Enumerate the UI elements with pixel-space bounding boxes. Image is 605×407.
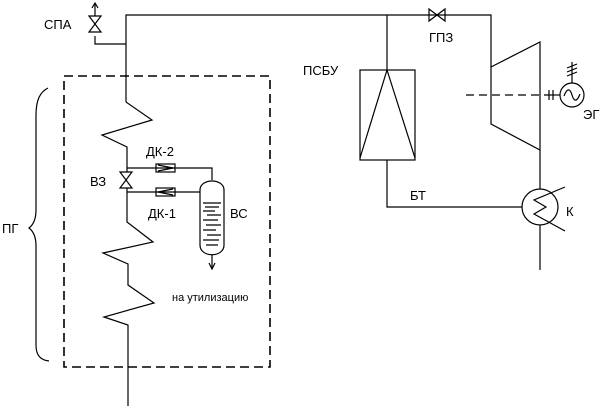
lower-coil <box>101 188 156 406</box>
pg-brace <box>28 87 50 362</box>
vs-label: ВС <box>230 206 248 221</box>
dk2-pipe <box>127 167 213 180</box>
vz-label: ВЗ <box>90 174 106 189</box>
condenser-icon <box>521 186 566 232</box>
coupling-icon <box>548 90 560 100</box>
spa-branch-pipe <box>94 36 126 45</box>
bt-label: БТ <box>410 188 426 203</box>
dk2-label: ДК-2 <box>146 144 174 159</box>
drain-arrow-icon <box>208 262 216 271</box>
dk2-check-valve-icon <box>155 163 176 173</box>
pg-label: ПГ <box>2 221 18 236</box>
spa-valve-icon <box>87 1 103 33</box>
dk1-check-valve-icon <box>155 187 176 197</box>
spa-label: СПА <box>44 17 72 32</box>
psbu-label: ПСБУ <box>303 63 339 78</box>
generator-icon <box>559 62 585 108</box>
vz-valve-icon <box>118 171 134 189</box>
upper-coil <box>100 101 154 172</box>
steam-generator-boundary <box>63 75 271 368</box>
bt-pipe <box>386 160 522 208</box>
gpz-valve-icon <box>428 7 446 23</box>
psbu-icon <box>359 67 416 161</box>
separator-vessel-icon <box>199 180 225 256</box>
gpz-label: ГПЗ <box>429 30 453 45</box>
eg-label: ЭГ <box>583 107 599 122</box>
dk1-label: ДК-1 <box>148 206 176 221</box>
k-label: К <box>566 204 574 219</box>
turbine-icon <box>490 41 541 151</box>
main-steam-line <box>125 14 492 102</box>
outlet-label: на утилизацию <box>172 292 248 304</box>
